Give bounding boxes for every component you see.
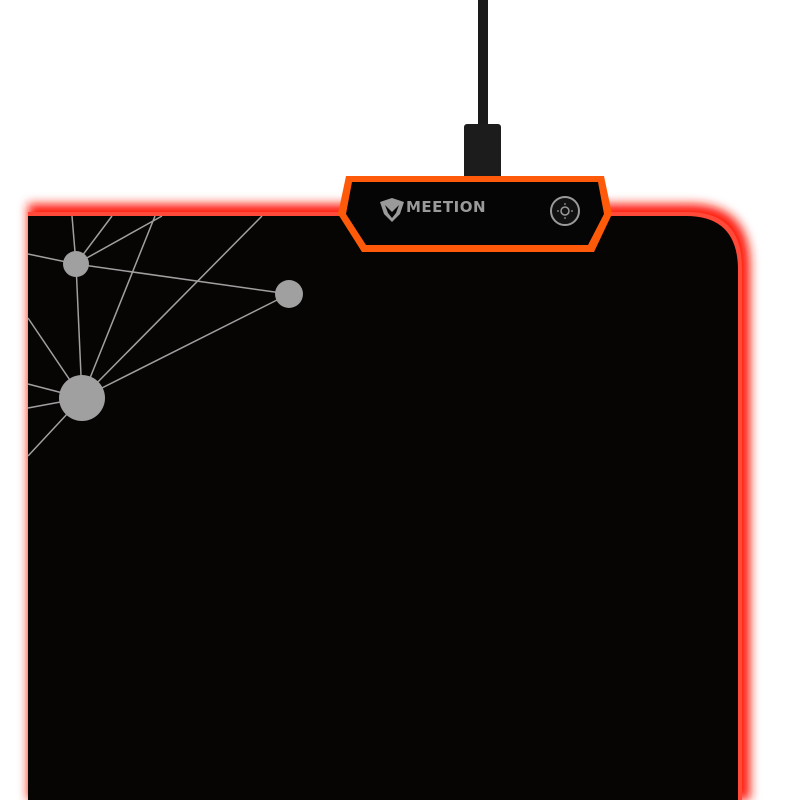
pattern-node (63, 251, 89, 277)
usb-connector (464, 124, 501, 180)
meetion-logo-icon (380, 198, 404, 222)
usb-cable (478, 0, 488, 130)
pattern-node (275, 280, 303, 308)
sun-icon (560, 206, 570, 216)
mousepad-surface (28, 216, 738, 800)
brand-logo-text: MEETION (406, 198, 487, 216)
control-hub (346, 182, 604, 245)
light-mode-button[interactable] (550, 196, 580, 226)
pattern-node (59, 375, 105, 421)
